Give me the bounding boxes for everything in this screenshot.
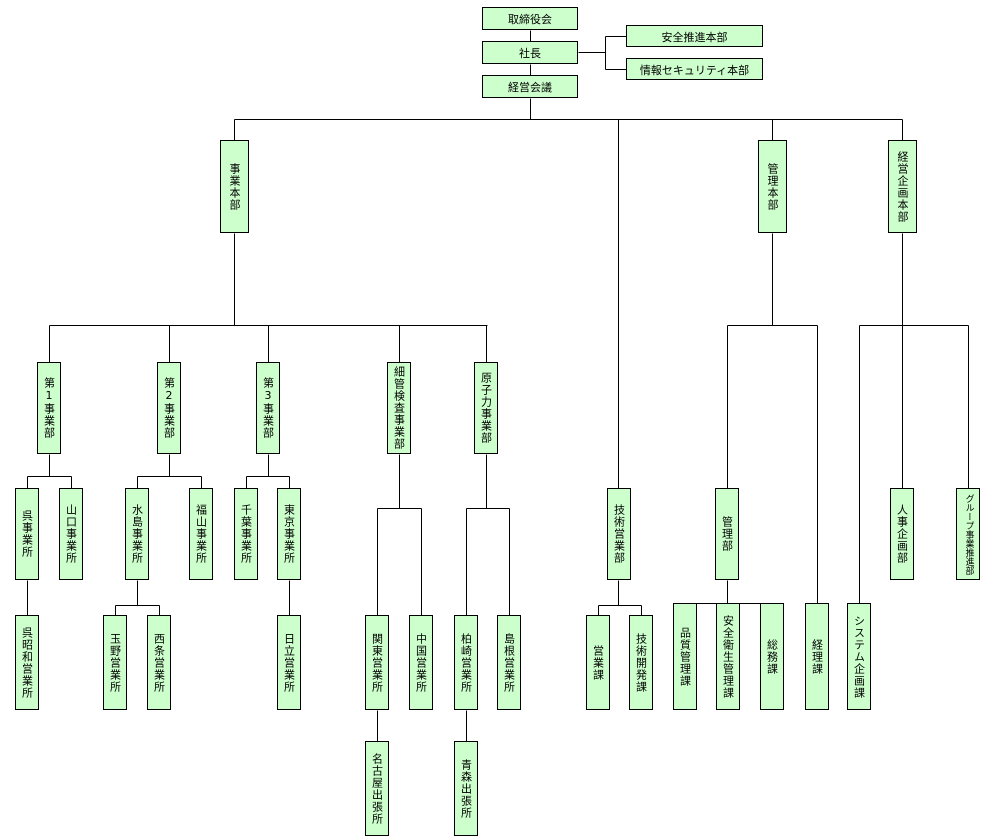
- board-box: 取締役会: [482, 7, 578, 30]
- hr-planning-div-label: 人事企画部: [895, 504, 909, 564]
- system-planning-section-label: システム企画課: [852, 614, 866, 699]
- safety-health-section-box: 安全衛生管理課: [716, 603, 740, 710]
- tech-sales-div-label: 技術営業部: [612, 504, 626, 564]
- pipe-inspection-div-box: 細管検査事業部: [387, 362, 411, 454]
- safety-health-section-label: 安全衛生管理課: [721, 614, 735, 699]
- hitachi-sales-label: 日立営業所: [282, 632, 296, 693]
- quality-section-box: 品質管理課: [673, 603, 697, 710]
- chugoku-sales-box: 中国営業所: [409, 615, 433, 710]
- kure-office-box: 呉事業所: [15, 488, 39, 580]
- president-box: 社長: [482, 41, 578, 64]
- board-label: 取締役会: [508, 13, 552, 26]
- div1-label: 第1事業部: [42, 377, 56, 439]
- tokyo-office-label: 東京事業所: [282, 504, 296, 564]
- kure-showa-sales-label: 呉昭和営業所: [20, 626, 34, 699]
- chiba-office-label: 千葉事業所: [239, 504, 253, 564]
- aomori-branch-box: 青森出張所: [454, 741, 478, 836]
- planning-hq-label: 経営企画本部: [896, 150, 909, 223]
- sales-section-label: 営業課: [591, 644, 605, 681]
- quality-section-label: 品質管理課: [678, 626, 692, 687]
- sales-section-box: 営業課: [586, 615, 610, 710]
- fukuyama-office-label: 福山事業所: [194, 504, 208, 564]
- saijo-sales-box: 西条営業所: [147, 615, 171, 710]
- aomori-branch-label: 青森出張所: [459, 758, 473, 819]
- admin-div-box: 管理部: [715, 488, 739, 580]
- div2-label: 第2事業部: [162, 377, 176, 439]
- mgmt-meeting-label: 経営会議: [508, 81, 552, 94]
- tech-dev-section-label: 技術開発課: [634, 632, 648, 693]
- accounting-section-label: 経理課: [810, 638, 824, 675]
- group-business-div-box: グループ事業推進部: [956, 488, 980, 580]
- group-business-div-label: グループ事業推進部: [963, 493, 974, 575]
- system-planning-section-box: システム企画課: [847, 603, 871, 710]
- saijo-sales-label: 西条営業所: [152, 632, 166, 693]
- nagoya-branch-label: 名古屋出張所: [370, 752, 384, 825]
- mgmt-meeting-box: 経営会議: [482, 75, 578, 98]
- chugoku-sales-label: 中国営業所: [414, 632, 428, 693]
- div1-box: 第1事業部: [37, 362, 61, 454]
- div3-box: 第3事業部: [256, 362, 280, 454]
- kure-showa-sales-box: 呉昭和営業所: [15, 615, 39, 710]
- admin-div-label: 管理部: [720, 516, 734, 552]
- nuclear-div-box: 原子力事業部: [474, 362, 498, 454]
- tech-sales-div-box: 技術営業部: [607, 488, 631, 580]
- president-label: 社長: [519, 47, 541, 60]
- kashiwazaki-sales-label: 柏崎営業所: [459, 632, 473, 693]
- yamaguchi-office-box: 山口事業所: [59, 488, 83, 580]
- kashiwazaki-sales-box: 柏崎営業所: [454, 615, 478, 710]
- nuclear-div-label: 原子力事業部: [479, 372, 493, 444]
- mizushima-office-box: 水島事業所: [125, 488, 149, 580]
- kanto-sales-box: 関東営業所: [365, 615, 389, 710]
- admin-hq-label: 管理本部: [766, 162, 779, 211]
- business-hq-label: 事業本部: [228, 162, 241, 211]
- safety-promotion-label: 安全推進本部: [661, 30, 728, 44]
- shimane-sales-box: 島根営業所: [497, 615, 521, 710]
- kure-office-label: 呉事業所: [20, 510, 34, 558]
- hitachi-sales-box: 日立営業所: [277, 615, 301, 710]
- tokyo-office-box: 東京事業所: [277, 488, 301, 580]
- chiba-office-box: 千葉事業所: [234, 488, 258, 580]
- fukuyama-office-box: 福山事業所: [189, 488, 213, 580]
- business-hq-box: 事業本部: [220, 140, 249, 233]
- mizushima-office-label: 水島事業所: [130, 504, 144, 564]
- nagoya-branch-box: 名古屋出張所: [365, 741, 389, 836]
- shimane-sales-label: 島根営業所: [502, 632, 516, 693]
- safety-promotion-box: 安全推進本部: [626, 25, 763, 47]
- div2-box: 第2事業部: [157, 362, 181, 454]
- tamano-sales-box: 玉野営業所: [103, 615, 127, 710]
- yamaguchi-office-label: 山口事業所: [64, 504, 78, 564]
- info-security-label: 情報セキュリティ本部: [639, 63, 750, 77]
- tamano-sales-label: 玉野営業所: [108, 632, 122, 693]
- admin-hq-box: 管理本部: [758, 140, 787, 233]
- pipe-inspection-div-label: 細管検査事業部: [392, 366, 406, 450]
- general-affairs-section-box: 総務課: [760, 603, 784, 710]
- accounting-section-box: 経理課: [805, 603, 829, 710]
- tech-dev-section-box: 技術開発課: [629, 615, 653, 710]
- planning-hq-box: 経営企画本部: [888, 140, 917, 233]
- kanto-sales-label: 関東営業所: [370, 632, 384, 693]
- hr-planning-div-box: 人事企画部: [890, 488, 914, 580]
- general-affairs-section-label: 総務課: [765, 638, 779, 675]
- info-security-box: 情報セキュリティ本部: [626, 58, 763, 80]
- div3-label: 第3事業部: [261, 377, 275, 439]
